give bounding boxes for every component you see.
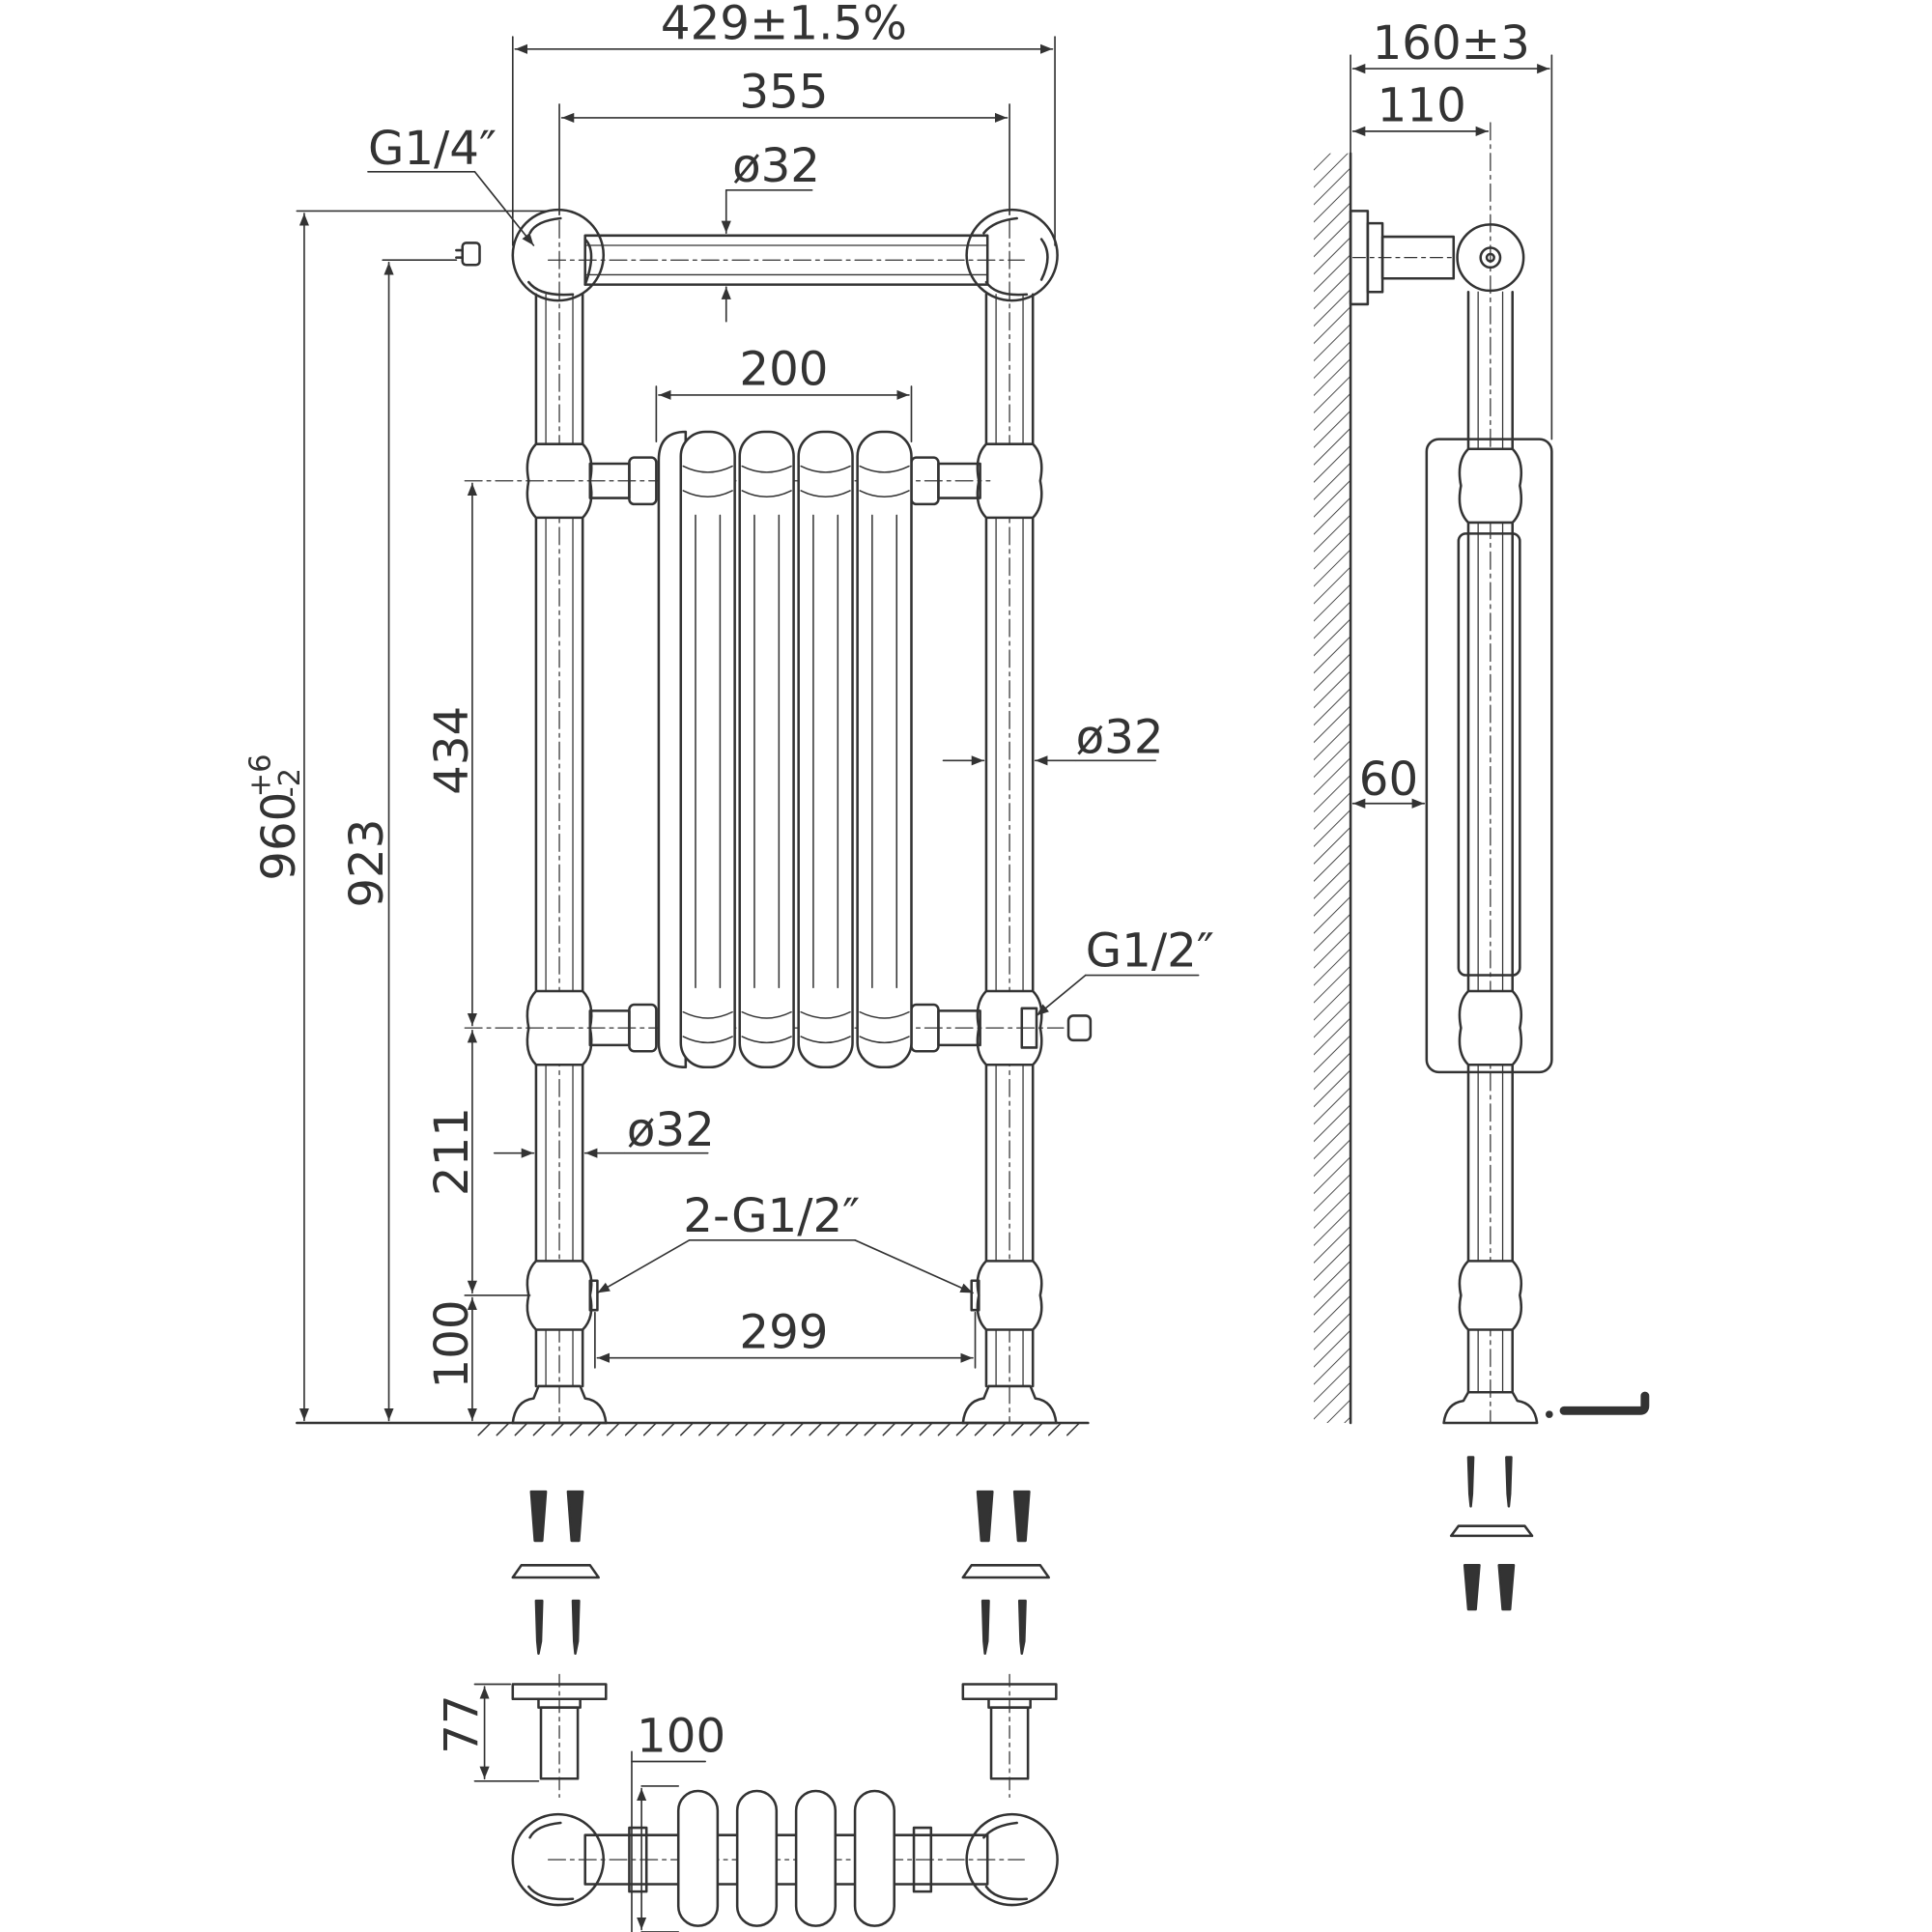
column-height-label: 434 — [425, 706, 479, 795]
top-rail — [547, 234, 1025, 286]
top-left-ball — [511, 208, 606, 302]
dim-total-height — [296, 210, 550, 1422]
screws-right-icon — [980, 1599, 1027, 1656]
leader-side-thread — [1036, 974, 1200, 1017]
inlet-threads-label: 2-G1/2″ — [683, 1189, 860, 1243]
column-offset-label: 60 — [1359, 753, 1418, 807]
total-height-tol-upper: +6 — [243, 753, 277, 797]
allen-key-icon — [1546, 1391, 1650, 1418]
dim-foot-depth — [473, 1683, 540, 1782]
dim-depth — [1350, 54, 1553, 440]
top-rail-diameter-label: ø32 — [732, 139, 820, 193]
leader-top-thread — [367, 170, 535, 246]
foot-detail-right — [961, 1673, 1058, 1798]
bleed-valve-plug — [455, 242, 481, 267]
foot-detail-left — [511, 1673, 608, 1798]
overall-width-label: 429±1.5% — [661, 0, 907, 51]
floor-fixings: 77 100 — [435, 1490, 1059, 1932]
foot-depth-label: 77 — [435, 1694, 489, 1753]
dim-top-rail-diameter — [721, 188, 813, 323]
side-foot — [1442, 1391, 1539, 1425]
side-cover-plate — [1449, 1524, 1534, 1538]
wall-to-pipe-label: 110 — [1378, 79, 1466, 133]
top-thread-label: G1/4″ — [368, 122, 497, 176]
total-height-label: 960 +6 -2 — [243, 753, 306, 880]
top-right-ball — [965, 208, 1059, 302]
left-pipe — [534, 219, 584, 1424]
radiator-column — [657, 430, 913, 1069]
column-width-label: 200 — [739, 343, 828, 397]
plan-view — [511, 1789, 1059, 1927]
pipe-centers-label: 355 — [739, 66, 828, 120]
floor-line — [296, 1421, 1090, 1436]
dim-plan-width — [631, 1750, 706, 1932]
cover-plate-right — [961, 1564, 1050, 1579]
side-valve-plug — [1020, 1007, 1093, 1049]
screws-left-icon — [534, 1599, 581, 1656]
wall-plugs-left-icon — [529, 1490, 584, 1543]
wall-bracket — [1349, 210, 1456, 306]
lower-height-label: 211 — [425, 1107, 479, 1196]
dim-inlet-spacing — [594, 1311, 977, 1369]
wall — [1314, 152, 1352, 1425]
side-view: 160±3 110 60 — [1314, 16, 1650, 1611]
wall-plugs-right-icon — [976, 1490, 1031, 1543]
right-pipe — [984, 219, 1035, 1424]
cover-plate-left — [511, 1564, 600, 1579]
side-wall-plugs-icon — [1463, 1564, 1516, 1611]
depth-label: 160±3 — [1373, 16, 1530, 71]
total-height-value: 960 — [252, 792, 306, 881]
dim-pipe-centers — [558, 103, 1010, 216]
total-height-tol-lower: -2 — [273, 768, 307, 797]
foot-height-label: 100 — [425, 1299, 479, 1388]
dim-lower-height — [464, 1029, 531, 1296]
feet — [511, 1384, 1058, 1425]
side-column — [1425, 438, 1553, 1074]
leader-inlet-threads — [596, 1238, 974, 1294]
inlet-spacing-label: 299 — [739, 1306, 828, 1360]
valve-height-label: 923 — [340, 819, 394, 908]
pipe-joints — [526, 442, 1043, 1331]
front-view: 429±1.5% 355 ø32 G1/4″ 200 — [243, 0, 1214, 1436]
dim-column-width — [655, 385, 913, 442]
dim-valve-height — [382, 259, 458, 1422]
plan-width-label: 100 — [637, 1709, 725, 1763]
side-pipe-diameter-label: ø32 — [1076, 711, 1164, 765]
side-thread-label: G1/2″ — [1086, 924, 1214, 979]
side-pipe — [1466, 122, 1514, 1424]
lower-pipe-diameter-label: ø32 — [627, 1103, 715, 1157]
inlet-ports — [588, 1279, 980, 1312]
side-joints — [1458, 447, 1523, 1331]
side-screws-icon — [1466, 1456, 1513, 1508]
